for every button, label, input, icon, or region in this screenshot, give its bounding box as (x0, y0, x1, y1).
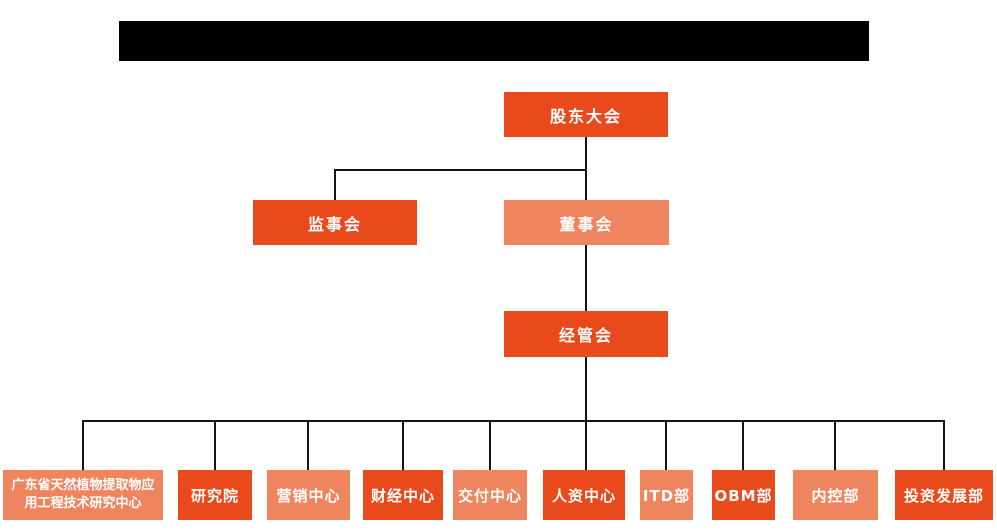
connector-drop-internal-control-dept (834, 420, 836, 470)
redacted-title-bar (119, 21, 869, 61)
connector-drop-hr-center (585, 420, 587, 470)
connector-drop-itd-dept (665, 420, 667, 470)
node-hr-center: 人资中心 (543, 470, 625, 520)
connector-drop-marketing-center (307, 420, 309, 470)
connector-drop-obm-dept (742, 420, 744, 470)
node-obm-dept: OBM部 (712, 470, 775, 520)
connector-shareholders-to-board (585, 137, 587, 200)
connector-management-to-rail (585, 357, 587, 420)
node-research-institute: 研究院 (178, 470, 252, 520)
connector-drop-research-institute (214, 420, 216, 470)
connector-drop-delivery-center (489, 420, 491, 470)
node-research-center: 广东省天然植物提取物应用工程技术研究中心 (3, 470, 163, 520)
connector-board-to-management (585, 245, 587, 311)
node-supervisory-board: 监事会 (253, 200, 417, 245)
connector-departments-rail (82, 420, 945, 422)
connector-drop-finance-center (402, 420, 404, 470)
node-itd-dept: ITD部 (640, 470, 693, 520)
node-shareholders-meeting: 股东大会 (504, 92, 668, 137)
connector-branch-horizontal (334, 169, 587, 171)
connector-to-supervisory (334, 169, 336, 200)
node-finance-center: 财经中心 (363, 470, 443, 520)
node-internal-control-dept: 内控部 (793, 470, 878, 520)
node-investment-development-dept: 投资发展部 (895, 470, 993, 520)
node-delivery-center: 交付中心 (453, 470, 527, 520)
node-marketing-center: 营销中心 (267, 470, 350, 520)
node-board-of-directors: 董事会 (504, 200, 669, 245)
connector-drop-research-center (82, 420, 84, 470)
node-management-committee: 经管会 (504, 311, 668, 357)
connector-drop-investment-development-dept (943, 420, 945, 470)
